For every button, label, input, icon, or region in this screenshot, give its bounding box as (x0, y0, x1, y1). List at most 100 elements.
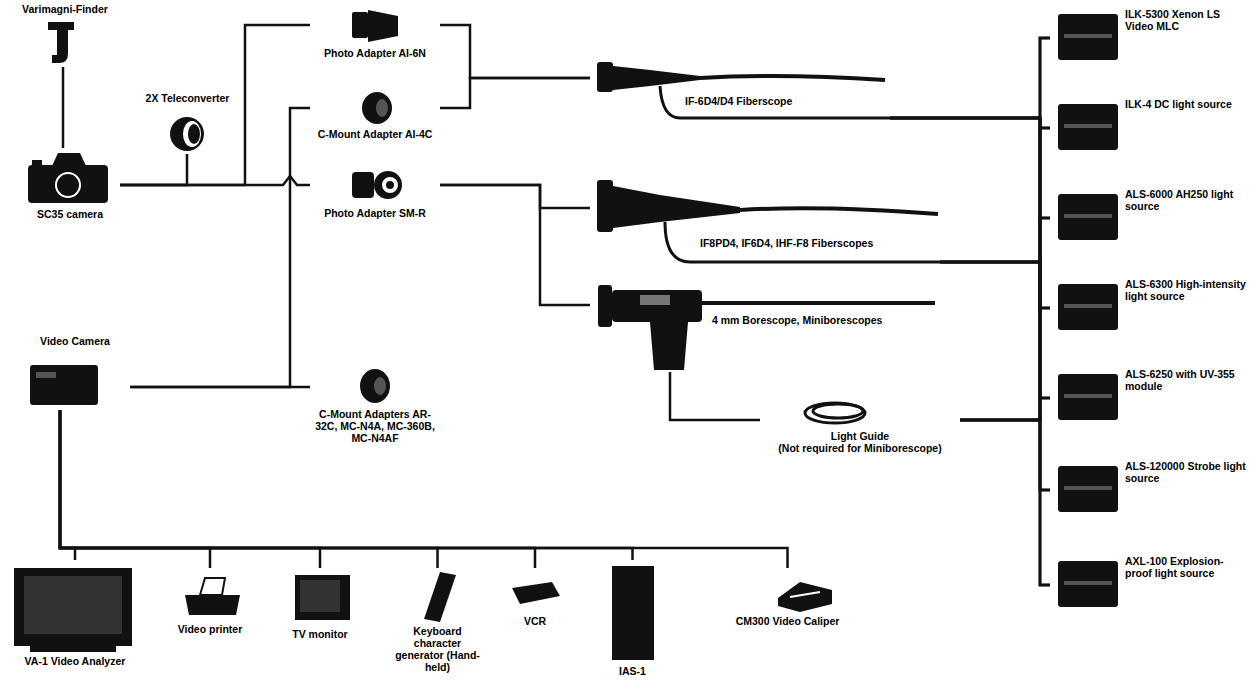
fiberscope-cable-part (665, 222, 940, 262)
light-source-icons-part (1058, 284, 1118, 330)
cable-connector (120, 154, 187, 185)
equipment-label: AXL-100 Explosion-proof light source (1125, 555, 1247, 579)
equipment-label: IAS-1 (590, 665, 675, 677)
borescope-icon (598, 285, 935, 370)
equipment-label: CM300 Video Caliper (700, 615, 875, 627)
teleconverter-icon-part (170, 117, 204, 151)
equipment-label: IF8PD4, IF6D4, IHF-F8 Fiberscopes (700, 237, 935, 249)
video-analyzer-icon-part (24, 576, 122, 634)
camera-icon-part (52, 153, 86, 166)
label-group: ALS-120000 Strobe light source (1125, 460, 1247, 484)
light-guide-coil-part (805, 403, 865, 423)
vcr-icon-part (512, 582, 560, 604)
borescope-icon-part (598, 285, 612, 327)
video-camera-icon-part (36, 372, 56, 378)
fiberscope-icon-part (597, 180, 613, 232)
equipment-node: Varimagni-Finder (10, 3, 120, 67)
equipment-node: C-Mount Adapter AI-4C (310, 88, 440, 150)
photo-adapter-icon-part (386, 181, 394, 189)
equipment-label: Video printer (160, 623, 260, 635)
equipment-label: ALS-6000 AH250 light source (1125, 188, 1247, 212)
cable-connector (120, 176, 310, 185)
video-printer-icon (185, 578, 240, 615)
light-source-icons-part (1058, 561, 1118, 607)
borescope-icon-part (702, 301, 935, 305)
light-source-icons-part (1058, 104, 1118, 150)
photo-adapter-icon (352, 10, 398, 42)
fiberscope-cable (660, 76, 890, 118)
cable-connector (890, 118, 1050, 218)
borescope-icon-part (640, 295, 670, 305)
camera-icon-part (32, 160, 42, 166)
cable-connector (60, 410, 75, 560)
cable-connector (440, 25, 590, 78)
fiberscope-icon-part (613, 66, 700, 90)
cable-connector (120, 25, 310, 185)
label-group: VA-1 Video Analyzer (5, 655, 145, 667)
video-camera-icon (30, 365, 98, 405)
equipment-label: (Not required for Miniborescope) (760, 442, 960, 454)
light-source-icons-part (1064, 304, 1112, 308)
label-group: Keyboard character generator (Hand-held) (390, 625, 485, 673)
equipment-label: ALS-6300 High-intensity light source (1125, 278, 1247, 302)
borescope-icon-part (612, 290, 702, 322)
label-group: Light Guide(Not required for Miniboresco… (760, 430, 960, 454)
equipment-label: 2X Teleconverter (140, 92, 235, 104)
equipment-label: Varimagni-Finder (10, 3, 120, 15)
video-printer-icon-part (185, 595, 240, 615)
ias-icon-part (612, 566, 654, 660)
label-group: CM300 Video Caliper (700, 615, 875, 627)
cable-connector (890, 118, 1050, 128)
fiberscope-icon-part (597, 62, 613, 92)
cable-connector (440, 78, 590, 108)
label-group: 4 mm Borescope, Miniborescopes (712, 314, 932, 326)
equipment-label: ALS-6250 with UV-355 module (1125, 368, 1247, 392)
equipment-node: AXL-100 Explosion-proof light source (1050, 547, 1248, 623)
light-source-icons-part (1064, 124, 1112, 128)
light-source-icons-part (1064, 394, 1112, 398)
equipment-node: VCR (495, 568, 575, 638)
video-caliper-icon (778, 582, 832, 612)
equipment-node: Photo Adapter AI-6N (310, 5, 440, 67)
cable-connector (60, 410, 210, 568)
label-group: C-Mount Adapter AI-4C (310, 128, 440, 140)
label-group: Photo Adapter SM-R (310, 207, 440, 219)
c-mount-adapter-icon-part (376, 99, 388, 117)
cable-connector (960, 128, 1050, 420)
cable-connector (960, 38, 1050, 420)
cable-connector (940, 262, 1050, 398)
cable-connector (960, 420, 1050, 490)
equipment-label: TV monitor (270, 628, 370, 640)
cable-connector (960, 308, 1050, 420)
label-group: VCR (495, 615, 575, 627)
equipment-node: 4 mm Borescope, Miniborescopes (590, 280, 940, 372)
c-mount-adapter-icon-part (360, 369, 390, 403)
fiberscope-icon (597, 62, 700, 92)
photo-adapter-icon-part (352, 172, 374, 198)
cable-connector (440, 185, 590, 305)
light-source-icons-part (1058, 14, 1118, 60)
c-mount-adapter-icon-part (374, 377, 386, 395)
cable-connector (960, 218, 1050, 420)
light-source-icons-part (1058, 374, 1118, 420)
camera-icon-part (56, 173, 80, 197)
label-group: SC35 camera (20, 208, 120, 220)
cable-connector (940, 262, 1050, 308)
equipment-label: 4 mm Borescope, Miniborescopes (712, 314, 932, 326)
video-caliper-icon-part (778, 582, 832, 612)
cable-connector (960, 398, 1050, 420)
cable-connector (890, 118, 1050, 308)
label-group: TV monitor (270, 628, 370, 640)
video-analyzer-icon (14, 568, 132, 652)
fiberscope-cable-part (700, 76, 885, 80)
equipment-label: C-Mount Adapters AR-32C, MC-N4A, MC-360B… (310, 408, 440, 444)
video-analyzer-icon-part (14, 568, 132, 646)
equipment-node: ILK-5300 Xenon LS Video MLC (1050, 0, 1248, 76)
label-group: C-Mount Adapters AR-32C, MC-N4A, MC-360B… (310, 408, 440, 444)
equipment-node: TV monitor (270, 568, 370, 648)
cable-connector (62, 67, 65, 148)
equipment-label: SC35 camera (20, 208, 120, 220)
camera-icon-part (28, 165, 108, 203)
fiberscope-cable-part (660, 86, 890, 118)
